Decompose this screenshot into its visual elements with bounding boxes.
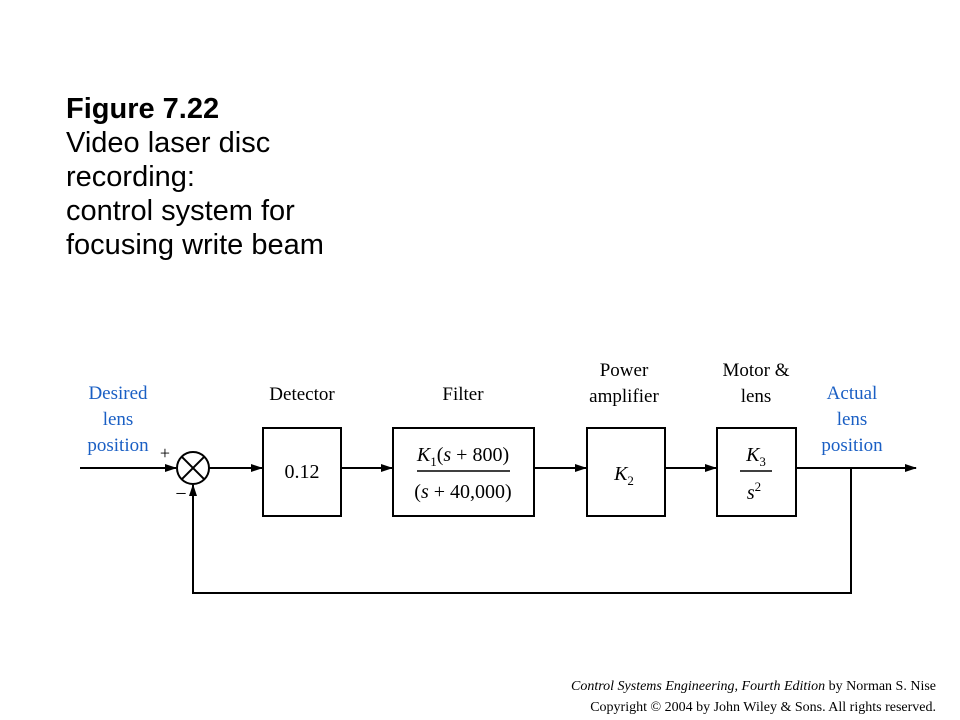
output-label-line-1: Actual: [827, 383, 878, 404]
sum-plus-sign: +: [160, 443, 170, 463]
copyright-footer: Control Systems Engineering, Fourth Edit…: [571, 676, 936, 718]
filter-numerator: K1(s + 800): [416, 444, 509, 469]
filter-title: Filter: [442, 384, 484, 405]
motor-lens-title-line-1: Motor &: [722, 360, 789, 381]
output-label-line-3: position: [821, 435, 883, 456]
motor-lens-block: [716, 427, 797, 517]
filter-transfer-function: K1(s + 800) (s + 40,000): [414, 444, 511, 503]
power-amplifier-title-line-2: amplifier: [589, 386, 659, 407]
feedback-path: [189, 468, 852, 594]
power-amplifier-block: [586, 427, 666, 517]
sum-minus-sign: −: [175, 483, 186, 505]
output-label-line-2: lens: [837, 409, 868, 430]
input-label-line-3: position: [87, 435, 149, 456]
filter-denominator: (s + 40,000): [414, 481, 511, 503]
filter-block: [392, 427, 535, 517]
motor-lens-numerator: K3: [745, 444, 766, 469]
figure-caption: Figure 7.22 Video laser disc recording: …: [66, 92, 406, 262]
caption-line-4: focusing write beam: [66, 229, 324, 261]
book-author: by Norman S. Nise: [825, 679, 936, 694]
summing-junction: [176, 451, 210, 485]
detector-block: [262, 427, 342, 517]
figure-number: Figure 7.22: [66, 93, 220, 125]
motor-lens-transfer-function: K3 s2: [740, 444, 772, 504]
power-amplifier-title-line-1: Power: [600, 360, 649, 381]
caption-line-1: Video laser disc: [66, 127, 271, 159]
input-label-line-2: lens: [103, 409, 134, 430]
motor-lens-denominator: s2: [747, 479, 761, 504]
copyright-line: Copyright © 2004 by John Wiley & Sons. A…: [590, 700, 936, 715]
book-title: Control Systems Engineering, Fourth Edit…: [570, 679, 826, 694]
motor-lens-title-line-2: lens: [741, 386, 772, 407]
amplifier-gain: K2: [613, 463, 634, 488]
input-label-line-1: Desired: [88, 383, 148, 404]
detector-title: Detector: [269, 384, 335, 405]
caption-line-2: recording:: [66, 161, 195, 193]
detector-gain: 0.12: [285, 461, 320, 483]
caption-line-3: control system for: [66, 195, 295, 227]
